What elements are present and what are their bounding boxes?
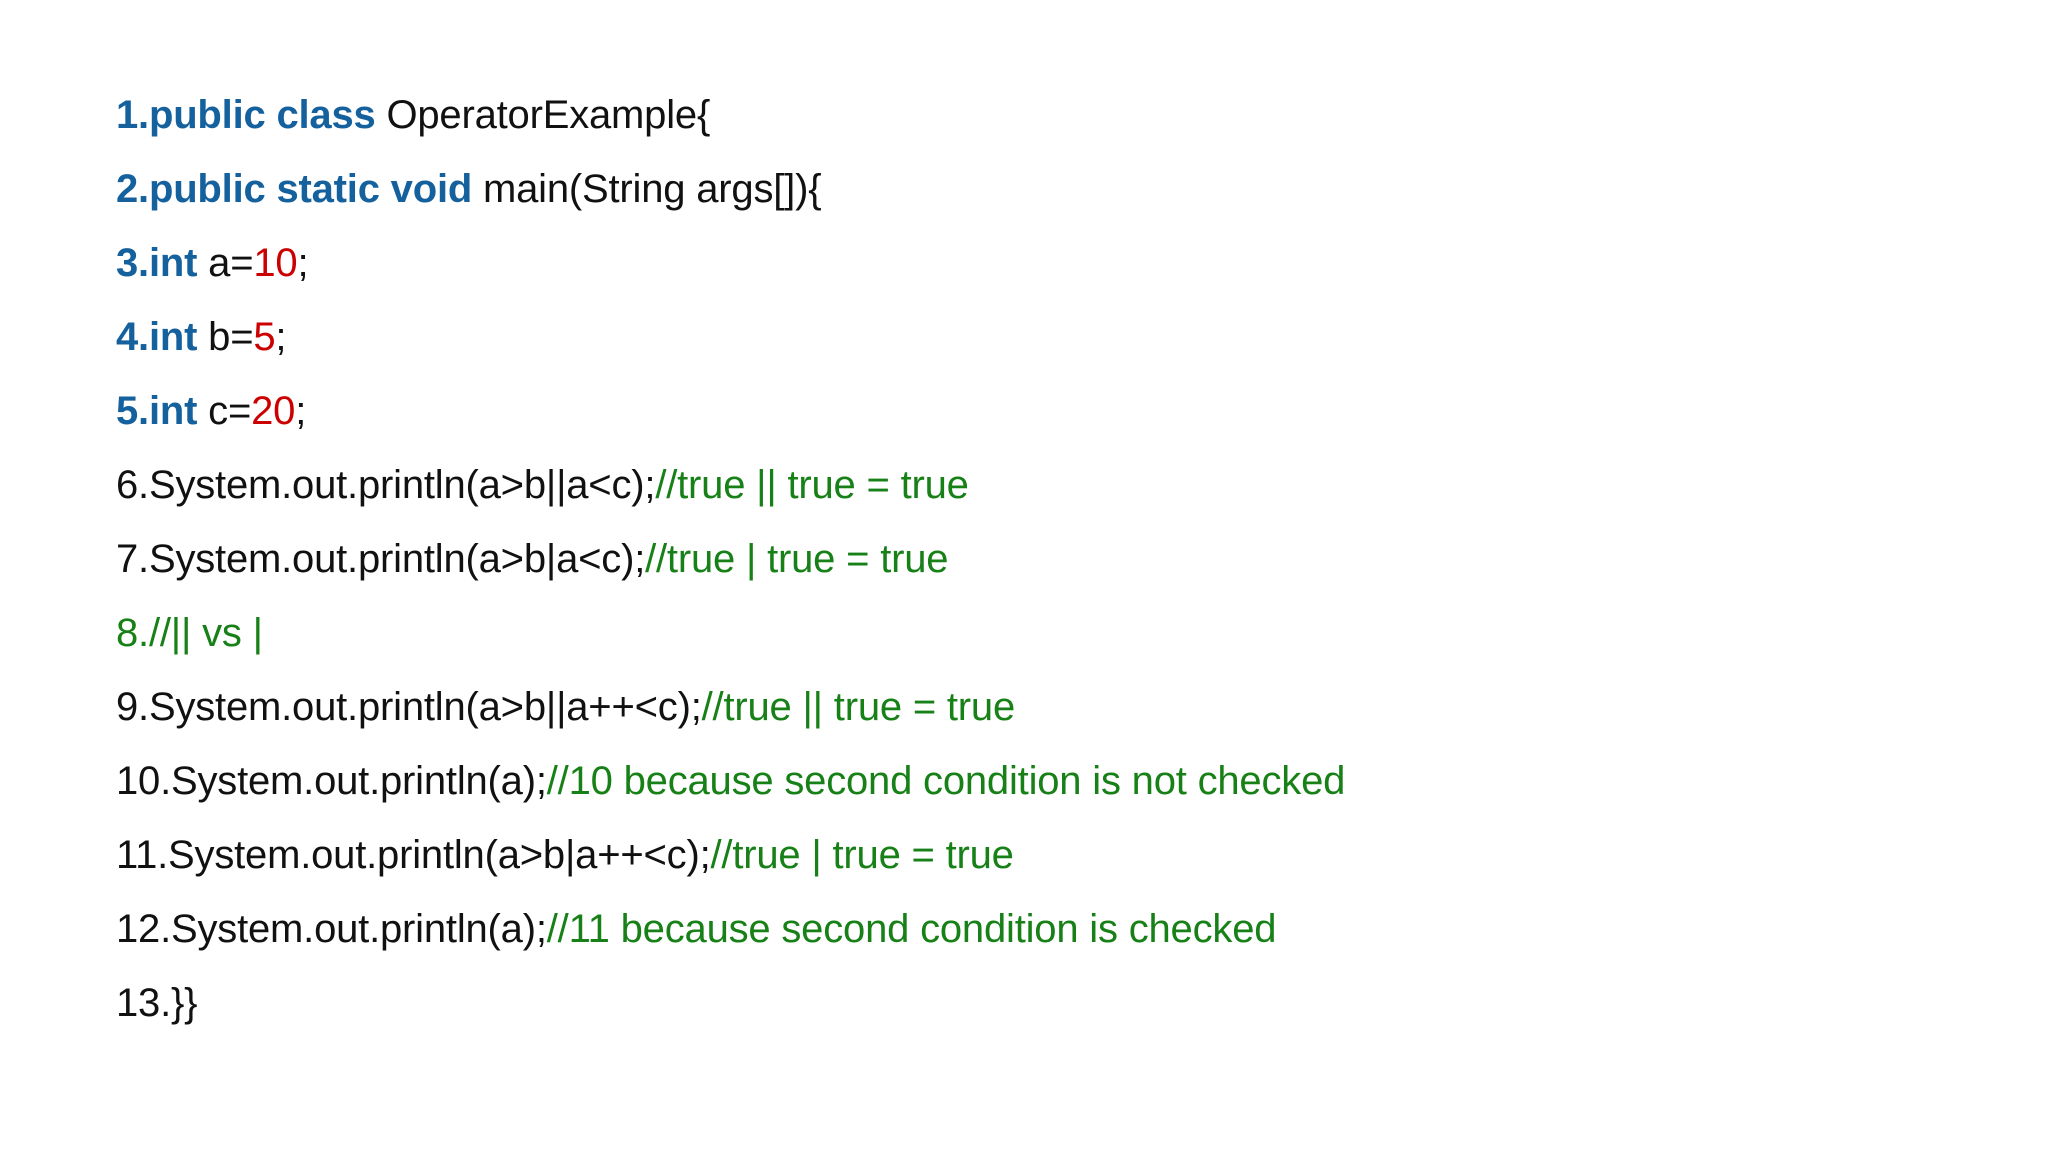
code-token-plain: System.out.println(a>b||a<c); bbox=[148, 463, 656, 507]
code-token-comment: //10 because second condition is not che… bbox=[546, 759, 1346, 803]
code-token-comment: //|| vs | bbox=[148, 611, 263, 655]
code-token-comment: //true | true = true bbox=[710, 833, 1014, 877]
code-line-number: 6. bbox=[116, 463, 149, 507]
code-line: 5.int c=20; bbox=[116, 374, 1996, 448]
code-token-plain: System.out.println(a>b|a<c); bbox=[148, 537, 646, 581]
code-line-number: 9. bbox=[116, 685, 149, 729]
code-token-comment: //11 because second condition is checked bbox=[546, 907, 1277, 951]
code-line: 7.System.out.println(a>b|a<c);//true | t… bbox=[116, 522, 1996, 596]
code-line: 10.System.out.println(a);//10 because se… bbox=[116, 744, 1996, 818]
code-line-number: 8. bbox=[116, 611, 149, 655]
code-line-number: 13. bbox=[116, 981, 172, 1025]
code-line-number: 11. bbox=[116, 833, 169, 877]
code-token-plain: c= bbox=[208, 389, 252, 433]
code-token-number: 10 bbox=[253, 241, 298, 285]
code-token-keyword: int bbox=[148, 315, 209, 359]
code-token-plain: ; bbox=[275, 315, 287, 359]
code-line: 2.public static void main(String args[])… bbox=[116, 152, 1996, 226]
code-line: 6.System.out.println(a>b||a<c);//true ||… bbox=[116, 448, 1996, 522]
code-token-plain: System.out.println(a>b||a++<c); bbox=[148, 685, 702, 729]
code-token-comment: //true | true = true bbox=[645, 537, 949, 581]
code-token-plain: ; bbox=[295, 389, 307, 433]
code-token-number: 20 bbox=[251, 389, 296, 433]
code-token-keyword: public class bbox=[148, 93, 387, 137]
code-token-comment: //true || true = true bbox=[655, 463, 969, 507]
code-token-comment: //true || true = true bbox=[701, 685, 1016, 729]
code-line: 4.int b=5; bbox=[116, 300, 1996, 374]
code-token-keyword: public static void bbox=[148, 167, 484, 211]
code-token-plain: ; bbox=[297, 241, 309, 285]
code-line-number: 3. bbox=[116, 241, 149, 285]
code-token-number: 5 bbox=[253, 315, 276, 359]
code-line: 9.System.out.println(a>b||a++<c);//true … bbox=[116, 670, 1996, 744]
code-token-plain: main(String args[]){ bbox=[483, 167, 822, 211]
code-line-number: 5. bbox=[116, 389, 149, 433]
code-token-plain: System.out.println(a>b|a++<c); bbox=[168, 833, 711, 877]
code-token-plain: System.out.println(a); bbox=[171, 759, 547, 803]
code-line: 12.System.out.println(a);//11 because se… bbox=[116, 892, 1996, 966]
code-token-plain: b= bbox=[208, 315, 254, 359]
code-listing: 1.public class OperatorExample{2.public … bbox=[116, 78, 1996, 1040]
code-token-plain: System.out.println(a); bbox=[171, 907, 547, 951]
code-line-number: 10. bbox=[116, 759, 172, 803]
code-line-number: 2. bbox=[116, 167, 149, 211]
code-line-number: 7. bbox=[116, 537, 149, 581]
code-line: 3.int a=10; bbox=[116, 226, 1996, 300]
code-line: 1.public class OperatorExample{ bbox=[116, 78, 1996, 152]
code-token-plain: OperatorExample{ bbox=[386, 93, 711, 137]
code-token-keyword: int bbox=[148, 389, 209, 433]
code-line-number: 1. bbox=[116, 93, 149, 137]
code-line: 8.//|| vs | bbox=[116, 596, 1996, 670]
code-line-number: 4. bbox=[116, 315, 149, 359]
code-line: 11.System.out.println(a>b|a++<c);//true … bbox=[116, 818, 1996, 892]
code-token-keyword: int bbox=[148, 241, 209, 285]
code-token-plain: }} bbox=[171, 981, 198, 1025]
code-token-plain: a= bbox=[208, 241, 254, 285]
code-line: 13.}} bbox=[116, 966, 1996, 1040]
code-line-number: 12. bbox=[116, 907, 172, 951]
